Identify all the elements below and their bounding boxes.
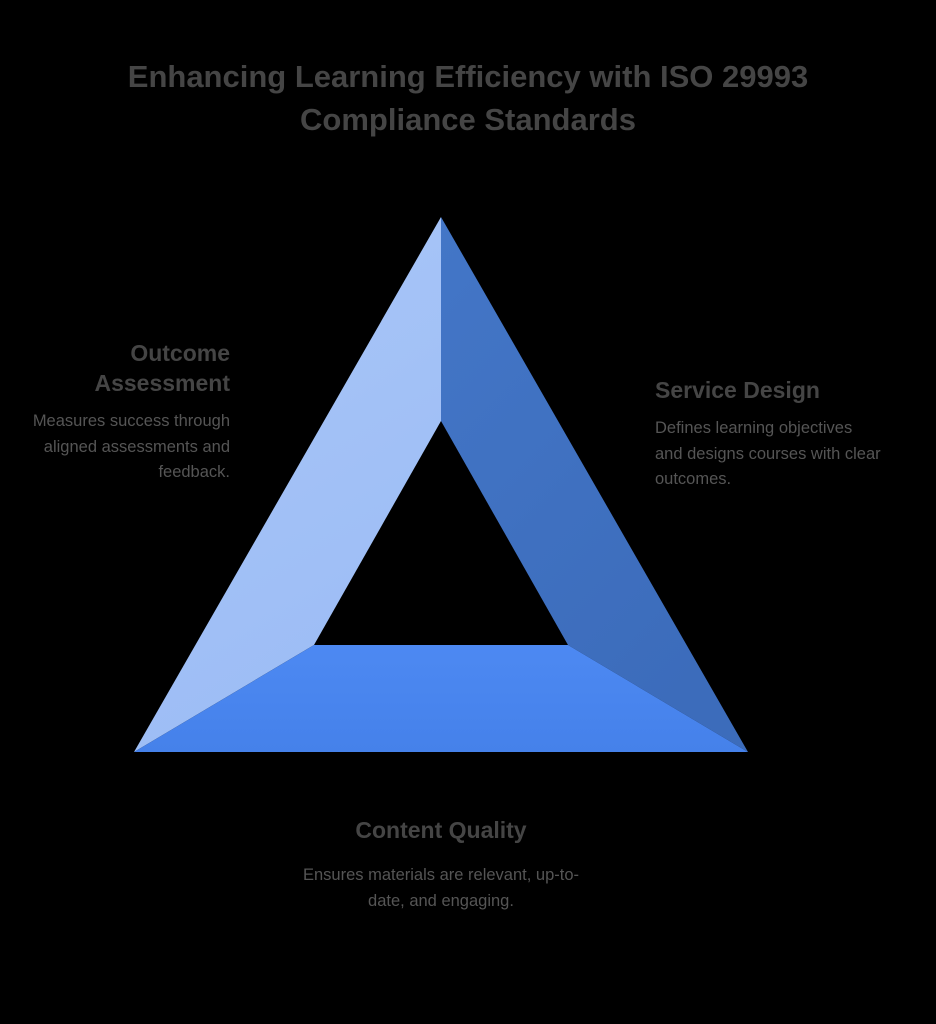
triangle-face-bottom[interactable] (134, 645, 748, 752)
node-service-design[interactable]: Service Design Defines learning objectiv… (655, 375, 883, 493)
page-title: Enhancing Learning Efficiency with ISO 2… (127, 59, 809, 137)
node-service-design-label: Service Design (655, 377, 820, 403)
node-service-design-description: Defines learning objectives and designs … (655, 419, 881, 488)
node-content-quality-description: Ensures materials are relevant, up-to-da… (302, 866, 580, 910)
node-outcome-assessment[interactable]: Outcome Assessment Measures success thro… (18, 338, 230, 486)
node-content-quality-label: Content Quality (355, 817, 527, 843)
node-content-quality[interactable]: Content Quality Ensures materials are re… (291, 815, 591, 914)
triangle-face-right[interactable] (441, 217, 748, 752)
triangle-face-left[interactable] (134, 217, 441, 752)
node-outcome-assessment-description: Measures success through aligned assessm… (32, 412, 230, 481)
node-outcome-assessment-label: Outcome Assessment (94, 340, 230, 396)
